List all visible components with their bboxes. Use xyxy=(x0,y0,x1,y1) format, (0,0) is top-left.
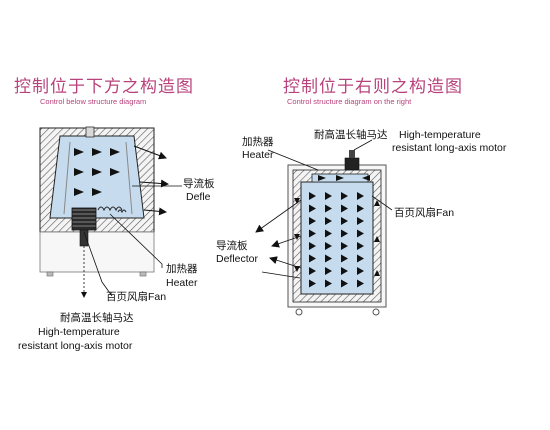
left-oven-body xyxy=(39,126,155,277)
airflow-arrow xyxy=(325,204,332,213)
airflow-arrow xyxy=(341,242,348,250)
left-airflow-arrows xyxy=(74,148,120,196)
airflow-arrow xyxy=(341,279,348,288)
airflow-arrow xyxy=(341,254,348,263)
airflow-arrow xyxy=(325,192,332,200)
right-deflector-label-en: Deflector xyxy=(216,253,259,265)
airflow-arrow xyxy=(309,217,316,225)
airflow-arrow xyxy=(357,204,364,213)
right-deflector-label-cn: 导流板 xyxy=(216,239,248,252)
airflow-arrow xyxy=(357,254,364,263)
airflow-arrow xyxy=(357,229,364,238)
airflow-arrow xyxy=(341,229,348,238)
left-heater-coils xyxy=(97,206,127,214)
right-motor-label-cn: 耐高温长轴马达 xyxy=(314,128,388,141)
right-diagram-subtitle: Control structure diagram on the right xyxy=(287,97,412,106)
right-oven-body xyxy=(287,150,387,316)
airflow-arrow xyxy=(325,279,332,288)
right-motor-label-en2: resistant long-axis motor xyxy=(392,142,507,154)
airflow-arrow xyxy=(309,192,316,200)
left-motor-label-en1: High-temperature xyxy=(38,326,120,338)
airflow-arrow xyxy=(325,217,332,225)
airflow-arrow xyxy=(309,254,316,263)
right-leader-lines xyxy=(255,139,393,279)
airflow-arrow xyxy=(341,192,348,200)
left-diagram-subtitle: Control below structure diagram xyxy=(40,97,147,106)
right-diagram-title: 控制位于右则之构造图 xyxy=(283,77,463,96)
left-deflector-label-en: Defle xyxy=(186,191,211,203)
airflow-arrow xyxy=(325,229,332,238)
left-leader-lines xyxy=(81,185,182,298)
airflow-arrow xyxy=(309,267,316,275)
airflow-arrow xyxy=(357,242,364,250)
airflow-arrow xyxy=(357,217,364,225)
airflow-arrow xyxy=(341,267,348,275)
left-motor-label-cn: 耐高温长轴马达 xyxy=(60,311,134,324)
right-top-airflow-arrows xyxy=(318,175,370,181)
airflow-arrow xyxy=(325,242,332,250)
right-heater-label-cn: 加热器 xyxy=(242,135,274,148)
left-deflector-label-cn: 导流板 xyxy=(183,177,215,190)
right-heater-label-en: Heater xyxy=(242,149,274,161)
right-motor-label-en1: High-temperature xyxy=(399,129,481,141)
airflow-arrow xyxy=(309,279,316,288)
left-heater-label-cn: 加热器 xyxy=(166,262,198,275)
airflow-arrow xyxy=(325,267,332,275)
left-exhaust-arrows xyxy=(133,145,169,216)
left-fan xyxy=(71,207,97,247)
airflow-arrow xyxy=(309,229,316,238)
airflow-arrow xyxy=(309,242,316,250)
left-motor-label-en2: resistant long-axis motor xyxy=(18,340,133,352)
airflow-arrow xyxy=(341,217,348,225)
right-fan-label: 百页风扇Fan xyxy=(394,206,454,219)
airflow-arrow xyxy=(341,204,348,213)
airflow-arrow xyxy=(325,254,332,263)
right-chamber-airflow-grid xyxy=(309,192,364,288)
airflow-arrow xyxy=(357,192,364,200)
airflow-arrow xyxy=(309,204,316,213)
left-heater-label-en: Heater xyxy=(166,277,198,289)
left-fan-label: 百页风扇Fan xyxy=(106,290,166,303)
airflow-arrow xyxy=(357,267,364,275)
left-diagram-title: 控制位于下方之构造图 xyxy=(14,77,194,96)
airflow-arrow xyxy=(357,279,364,288)
